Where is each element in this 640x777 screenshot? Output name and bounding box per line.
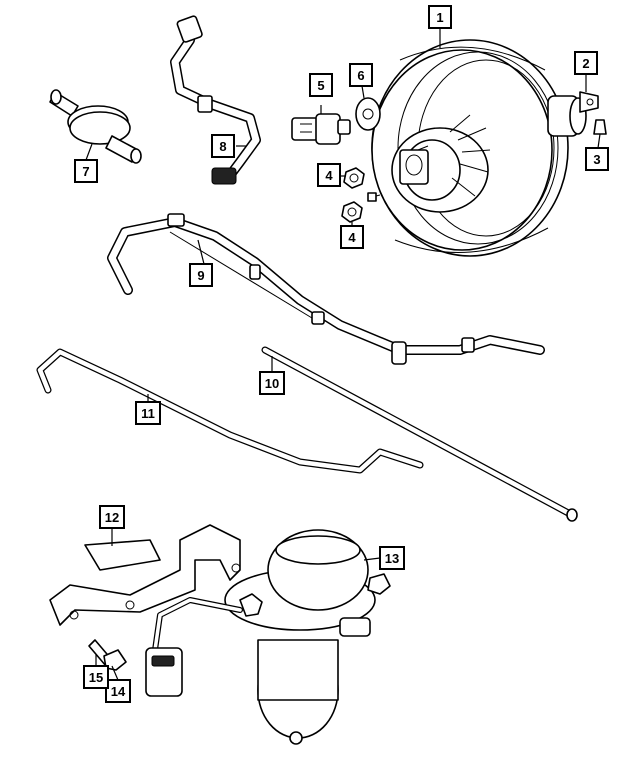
svg-text:4: 4 [325,168,333,183]
vacuum-tube-straight [261,346,578,522]
nut-lower [341,201,363,223]
svg-text:11: 11 [141,406,155,421]
svg-text:5: 5 [317,78,324,93]
svg-text:6: 6 [357,68,364,83]
callout-5: 5 [309,73,333,97]
svg-text:15: 15 [89,670,103,685]
svg-text:8: 8 [219,139,226,154]
svg-text:10: 10 [265,376,279,391]
svg-text:2: 2 [582,56,589,71]
callout-9: 9 [189,263,213,287]
callout-15: 15 [83,665,109,689]
callout-7: 7 [74,159,98,183]
svg-text:4: 4 [348,230,356,245]
callout-12: 12 [99,505,125,529]
callout-13: 13 [379,546,405,570]
vacuum-hose-upper [170,15,261,185]
brake-booster [355,39,607,257]
callout-2: 2 [574,51,598,75]
vacuum-hose-long [107,213,545,365]
svg-text:1: 1 [436,10,443,25]
svg-text:3: 3 [593,152,600,167]
pump-bracket [49,524,241,626]
svg-text:14: 14 [111,684,126,699]
svg-text:13: 13 [385,551,399,566]
callout-4-lower: 4 [340,225,364,249]
callout-6: 6 [349,63,373,87]
vacuum-pump [224,529,391,745]
svg-text:9: 9 [197,268,204,283]
callout-8: 8 [211,134,235,158]
svg-text:7: 7 [82,164,89,179]
check-valve [49,89,142,164]
callout-10: 10 [259,371,285,395]
callout-11: 11 [135,401,161,425]
svg-text:12: 12 [105,510,119,525]
callout-1: 1 [428,5,452,29]
callout-4-upper: 4 [317,163,341,187]
vacuum-sensor [291,113,351,145]
callout-3: 3 [585,147,609,171]
vacuum-tube-curved [36,348,424,474]
nut-upper [343,167,365,189]
callout-14: 14 [105,679,131,703]
pump-connector [145,597,243,697]
